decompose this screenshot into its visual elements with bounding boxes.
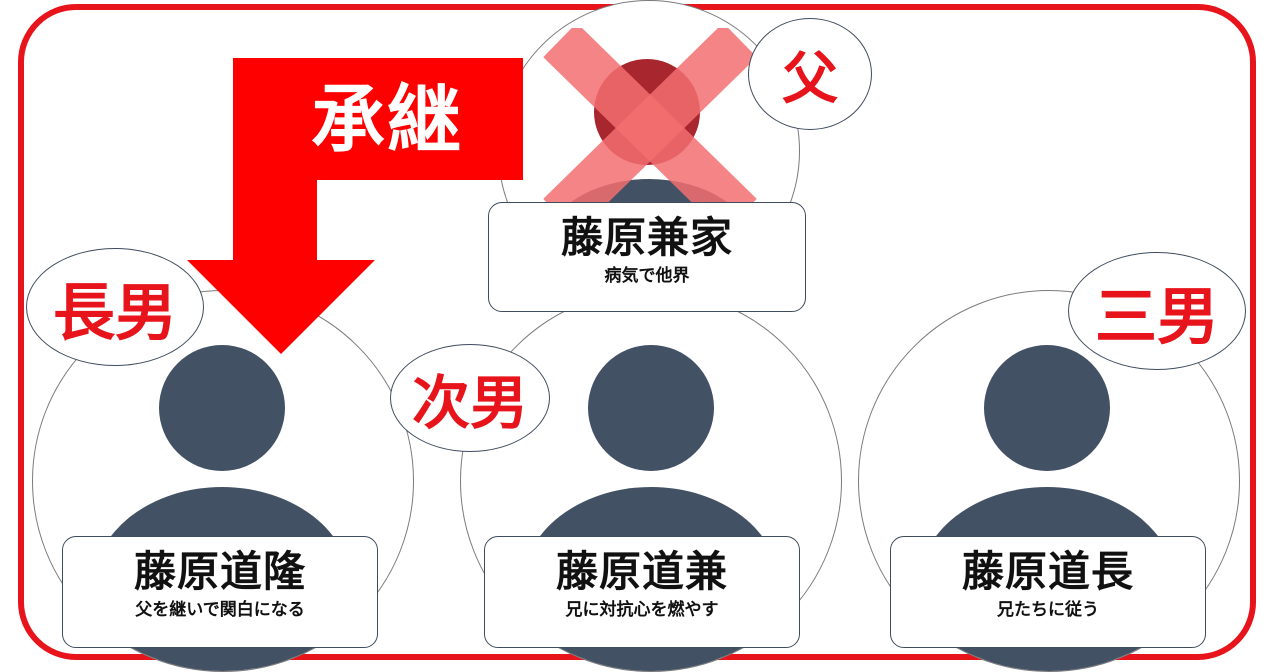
third-son-role-badge: 三男 (1068, 252, 1246, 370)
second-son-role-label: 次男 (411, 369, 528, 437)
second-son-description: 兄に対抗心を燃やす (565, 600, 719, 620)
third-son-person-icon-head (984, 345, 1110, 471)
second-son-name-box: 藤原道兼 兄に対抗心を燃やす (484, 536, 800, 648)
eldest-son-name: 藤原道隆 (133, 547, 306, 596)
eldest-son-description: 父を継いで関白になる (135, 600, 305, 620)
third-son-role-label: 三男 (1094, 280, 1219, 353)
down-arrow-icon (187, 58, 523, 354)
eldest-son-name-box: 藤原道隆 父を継いで関白になる (62, 536, 378, 648)
second-son-role-badge: 次男 (390, 344, 550, 452)
third-son-name-box: 藤原道長 兄たちに従う (890, 536, 1206, 648)
third-son-description: 兄たちに従う (997, 600, 1099, 620)
father-description: 病気で他界 (604, 266, 690, 286)
second-son-name: 藤原道兼 (555, 547, 728, 596)
father-name-box: 藤原兼家 病気で他界 (488, 202, 806, 312)
cross-icon (543, 28, 757, 228)
eldest-son-role-label: 長男 (52, 276, 177, 349)
third-son-name: 藤原道長 (961, 547, 1134, 596)
father-role-label: 父 (782, 46, 838, 112)
succession-label: 承継 (311, 77, 463, 163)
second-son-person-icon-head (588, 345, 714, 471)
father-name: 藤原兼家 (560, 213, 733, 262)
father-role-badge: 父 (748, 18, 872, 130)
eldest-son-person-icon-head (159, 345, 285, 471)
eldest-son-role-badge: 長男 (26, 248, 204, 366)
